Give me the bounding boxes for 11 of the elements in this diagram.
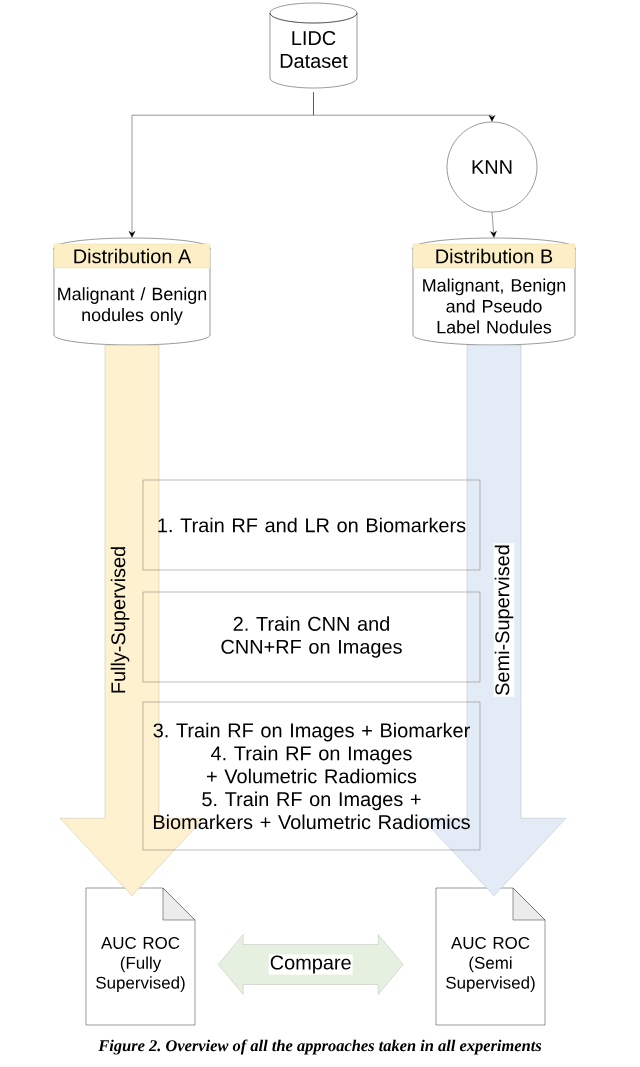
- edge-label: Compare: [268, 954, 353, 975]
- arrow: [313, 92, 496, 122]
- block-arrow: [421, 345, 567, 896]
- block-arrow: [59, 345, 205, 896]
- cylinder: LIDC Dataset: [269, 2, 358, 89]
- process-box: 3. Train RF on Images + Biomarker 4. Train RF on Images + Volumetric Radiomics 5. Train RF on Images + Biomarkers + Volumetric Radiomics: [142, 701, 481, 851]
- arrow: [490, 212, 497, 238]
- caption: Figure 2. Overview of all the approaches taken in all experiments: [98, 1039, 542, 1055]
- process-box: 1. Train RF and LR on Biomarkers: [142, 479, 481, 571]
- edge-label: Semi-Supervised: [493, 543, 515, 697]
- process-box: 2. Train CNN and CNN+RF on Images: [142, 591, 481, 683]
